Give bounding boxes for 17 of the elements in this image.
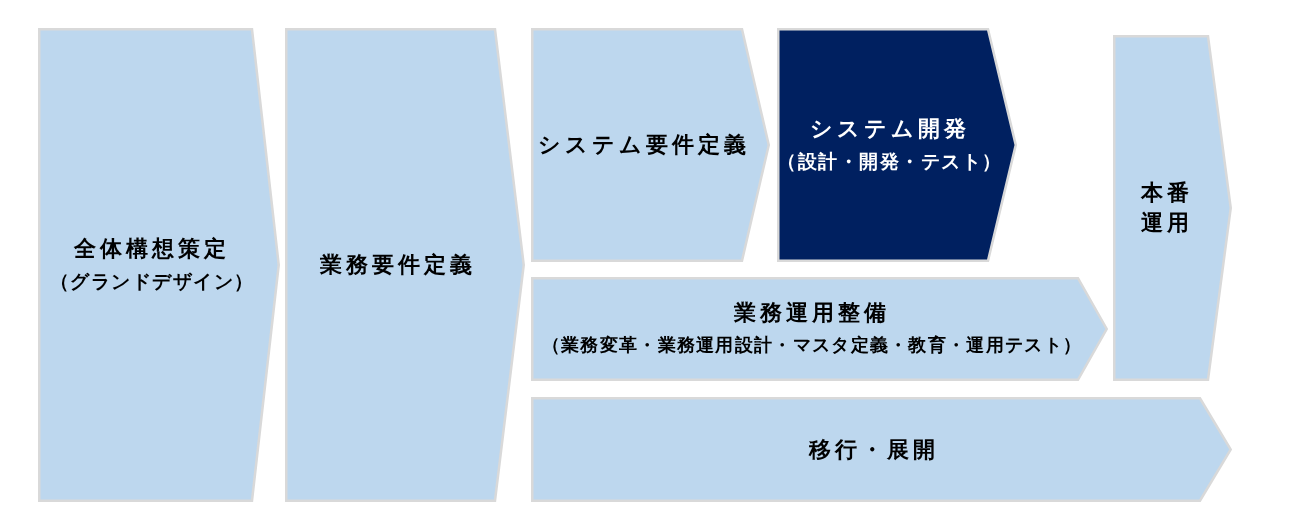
step-subtitle: （グランドデザイン） xyxy=(49,269,255,294)
phase-block xyxy=(38,28,280,502)
step-title: 全体構想策定 xyxy=(74,235,230,263)
phase-block xyxy=(1113,35,1232,381)
step-title: システム要件定義 xyxy=(537,131,750,159)
phase-block xyxy=(531,397,1232,502)
step-title: 業務運用整備 xyxy=(734,299,890,327)
phase-block xyxy=(531,28,770,262)
step-title: システム開発 xyxy=(809,115,970,143)
step-title: 本番運用 xyxy=(1139,179,1194,237)
phase-block xyxy=(777,28,1017,262)
phase-block xyxy=(531,277,1108,381)
step-subtitle: （設計・開発・テスト） xyxy=(777,149,1003,174)
step-title: 移行・展開 xyxy=(808,435,939,464)
step-subtitle: （業務変革・業務運用設計・マスタ定義・教育・運用テスト） xyxy=(541,333,1083,357)
step-title: 業務要件定義 xyxy=(319,251,476,279)
phase-block xyxy=(285,28,525,502)
